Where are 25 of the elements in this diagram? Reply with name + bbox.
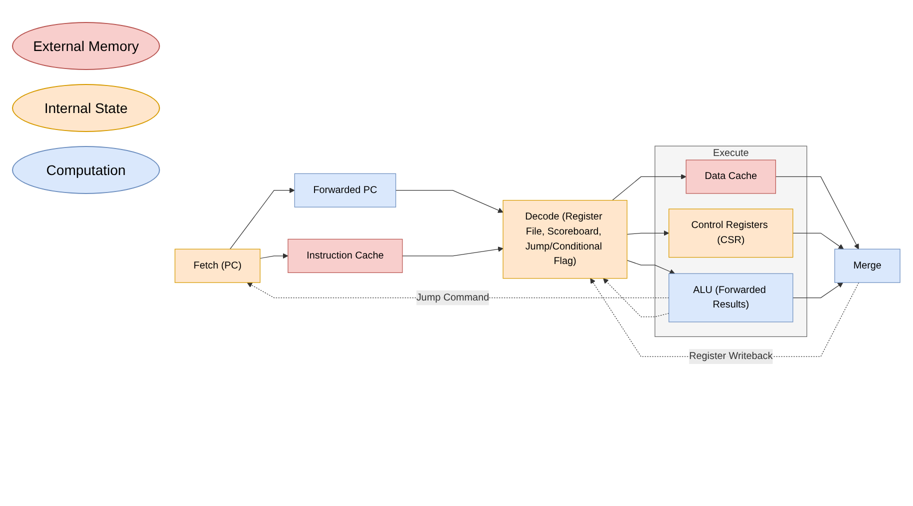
arrow — [612, 174, 686, 201]
arrow — [626, 260, 675, 274]
node-box: Fetch (PC) — [174, 248, 260, 283]
node-box: Forwarded PC — [294, 173, 396, 208]
node-box: Decode (Register File, Scoreboard, Jump/Conditional Flag) — [502, 200, 628, 279]
arrow — [230, 188, 295, 250]
node-box: ALU (Forwarded Results) — [668, 273, 794, 322]
legend-text: Internal State — [44, 100, 128, 116]
arrow — [260, 253, 288, 259]
arrow — [775, 176, 859, 250]
node-box: Data Cache — [686, 160, 776, 194]
node-box: Instruction Cache — [288, 238, 403, 273]
arrow — [626, 230, 670, 236]
arrow — [792, 282, 844, 298]
edge-label: Jump Command — [416, 292, 490, 303]
edge-label: Register Writeback — [689, 350, 773, 362]
legend-text: External Memory — [33, 38, 139, 54]
legend-text: Computation — [46, 162, 126, 178]
node-box: Control Registers (CSR) — [668, 208, 794, 258]
arrow — [590, 278, 860, 357]
arrow — [792, 232, 844, 250]
node-box: Merge — [834, 248, 900, 283]
arrow — [395, 190, 504, 213]
arrow — [603, 278, 670, 318]
arrow — [402, 246, 504, 256]
